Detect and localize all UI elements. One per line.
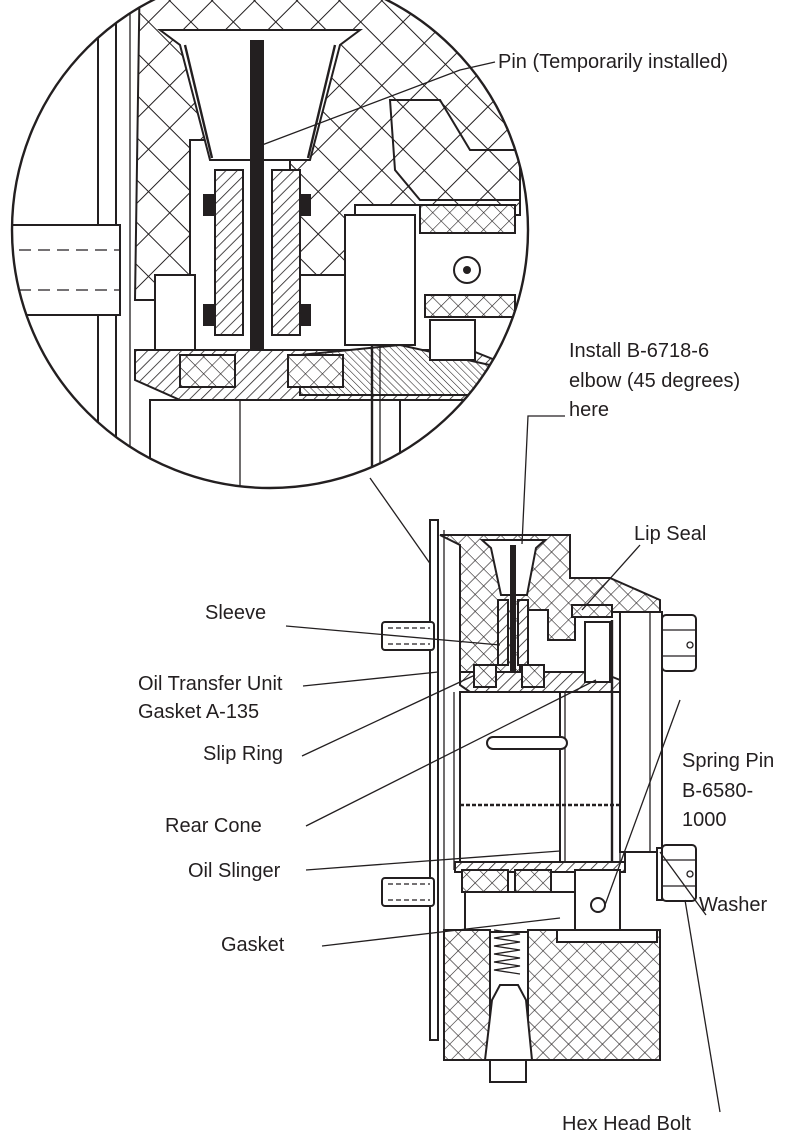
leader-lines — [261, 61, 721, 1113]
label-sleeve: Sleeve — [205, 602, 266, 624]
main-washer-bottom — [656, 847, 663, 901]
label-lip-seal: Lip Seal — [634, 523, 706, 545]
label-oil-slinger: Oil Slinger — [188, 860, 281, 882]
zoom-housing-right-lobe — [388, 99, 521, 201]
main-hex-bolt-bottom — [661, 844, 697, 902]
main-bearing-bottom-left — [461, 869, 509, 893]
main-oil-slinger — [459, 691, 561, 863]
main-housing-bottom — [443, 929, 491, 1061]
label-spring-pin-line1: Spring Pin — [682, 750, 774, 772]
label-elbow-line3: here — [569, 399, 609, 421]
zoom-connector-line — [369, 477, 437, 573]
main-bearing-top-left — [473, 664, 497, 688]
main-hex-bolt-top — [661, 614, 697, 672]
main-bottom-nozzle — [483, 984, 534, 1061]
zoom-sleeve-left — [214, 169, 244, 336]
leader-rear-cone — [305, 679, 597, 827]
main-bearing-bottom-right — [514, 869, 552, 893]
label-gasket: Gasket — [221, 934, 285, 956]
main-top-stud — [381, 621, 435, 651]
zoom-lip-seal — [419, 204, 516, 234]
leader-washer — [659, 851, 707, 916]
leader-lip-seal — [581, 544, 641, 611]
main-pin — [510, 545, 516, 685]
leader-spring-pin — [604, 699, 681, 906]
zoom-bolt-stud — [12, 224, 121, 316]
leader-elbow — [521, 415, 565, 545]
zoom-bearing-right — [287, 354, 344, 388]
leader-gasket — [321, 917, 561, 947]
label-washer: Washer — [699, 894, 768, 916]
main-left-plate — [429, 519, 439, 1041]
main-right-cover — [619, 611, 663, 853]
label-otu-gasket-line2: Gasket A-135 — [138, 701, 259, 723]
label-spring-pin-line2: B-6580- — [682, 780, 753, 802]
main-compression-spring — [493, 929, 521, 975]
label-elbow-line2: elbow (45 degrees) — [569, 370, 740, 392]
leader-pin — [261, 61, 496, 146]
main-lip-seal — [571, 604, 613, 618]
leader-oil-slinger — [305, 850, 561, 871]
leader-otu-gasket — [302, 671, 439, 687]
zoom-pin — [250, 40, 264, 400]
label-pin: Pin (Temporarily installed) — [498, 51, 728, 73]
main-bearing-top-right — [521, 664, 545, 688]
leader-slip-ring — [301, 674, 476, 757]
zoom-bearing-left — [179, 354, 236, 388]
zoom-sleeve-right — [271, 169, 301, 336]
main-assembly — [381, 519, 697, 1083]
label-slip-ring: Slip Ring — [203, 743, 283, 765]
zoom-circle-outline — [10, 0, 530, 490]
leader-hex-head-bolt — [684, 899, 721, 1113]
main-bottom-stud — [381, 877, 435, 907]
label-otu-gasket-line1: Oil Transfer Unit — [138, 673, 283, 695]
label-spring-pin-line3: 1000 — [682, 809, 727, 831]
main-spring-pin — [486, 736, 568, 750]
leader-sleeve — [285, 625, 501, 646]
zoom-detail-view — [10, 0, 530, 490]
label-rear-cone: Rear Cone — [165, 815, 262, 837]
label-elbow-line1: Install B-6718-6 — [569, 340, 709, 362]
label-hex-head-bolt: Hex Head Bolt — [562, 1113, 691, 1135]
callouts: Pin (Temporarily installed) Install B-67… — [138, 51, 774, 1135]
